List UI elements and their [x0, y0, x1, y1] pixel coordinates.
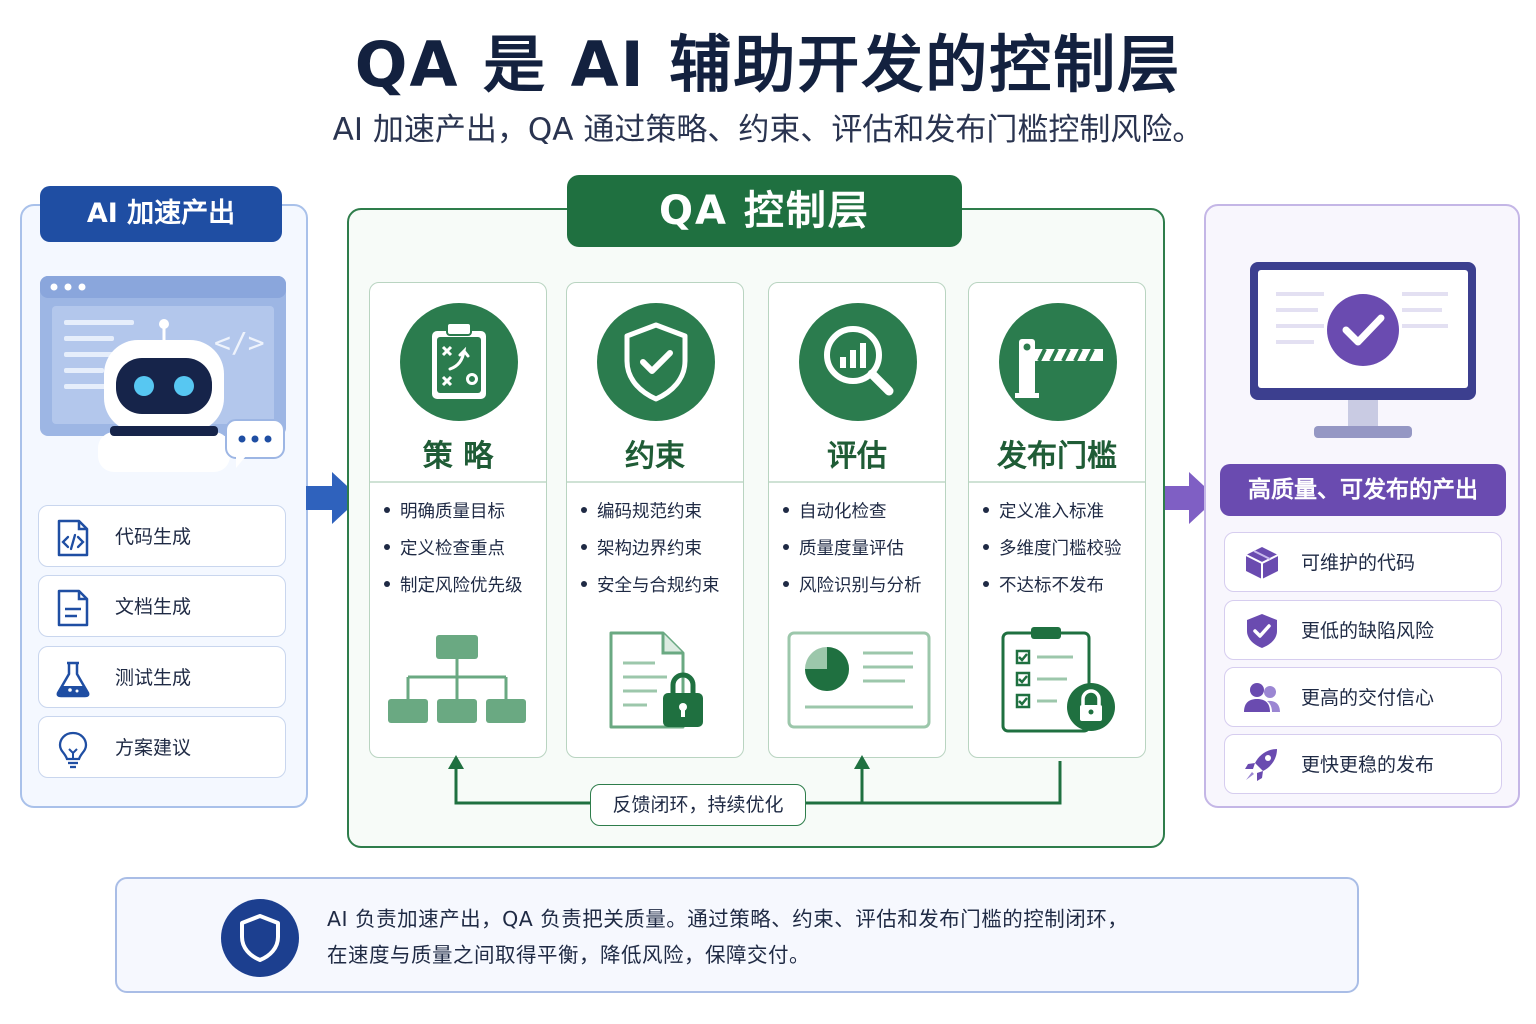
bullet-item: 定义检查重点: [384, 534, 523, 571]
shield-check-icon: [597, 303, 715, 421]
strategy-clipboard-icon: [400, 303, 518, 421]
svg-text:</>: </>: [214, 326, 265, 359]
magnifier-chart-icon: [799, 303, 917, 421]
ai-item-label: 文档生成: [115, 596, 192, 618]
bullet-item: 编码规范约束: [581, 497, 720, 534]
checklist-lock-icon: [1001, 627, 1115, 733]
bullet-item: 明确质量目标: [384, 497, 523, 534]
barrier-gate-icon: [999, 303, 1117, 421]
monitor-check-illustration: [1250, 262, 1476, 438]
bullet-item: 多维度门槛校验: [983, 534, 1122, 571]
bullet-item: 质量度量评估: [783, 534, 922, 571]
bullet-item: 不达标不发布: [983, 571, 1122, 608]
ai-item-label: 测试生成: [115, 667, 192, 689]
output-item-label: 可维护的代码: [1301, 552, 1416, 574]
output-item-label: 更低的缺陷风险: [1301, 620, 1435, 642]
column-title: 发布门槛: [997, 439, 1117, 474]
column-title: 评估: [827, 439, 887, 474]
arrow-right-icon: [1163, 472, 1217, 524]
qa-column-evaluation: 评估 自动化检查 质量度量评估 风险识别与分析: [768, 282, 946, 758]
shield-icon: [221, 899, 299, 977]
page-subtitle: AI 加速产出，QA 通过策略、约束、评估和发布门槛控制风险。: [332, 112, 1204, 148]
arrow-right-icon: [306, 472, 360, 524]
page-title: QA 是 AI 辅助开发的控制层: [354, 28, 1182, 101]
output-item-confidence: 更高的交付信心: [1224, 667, 1502, 727]
rocket-icon: [1245, 749, 1277, 781]
ai-item-docs: 文档生成: [38, 575, 286, 637]
ai-output-title: AI 加速产出: [40, 186, 282, 242]
locked-document-icon: [609, 631, 703, 729]
summary-text: AI 负责加速产出，QA 负责把关质量。通过策略、约束、评估和发布门槛的控制闭环…: [327, 901, 1128, 973]
output-item-low-defects: 更低的缺陷风险: [1224, 600, 1502, 660]
column-title: 策 略: [422, 439, 494, 474]
summary-box: AI 负责加速产出，QA 负责把关质量。通过策略、约束、评估和发布门槛的控制闭环…: [115, 877, 1359, 993]
qa-column-strategy: 策 略 明确质量目标 定义检查重点 制定风险优先级: [369, 282, 547, 758]
ai-item-label: 代码生成: [115, 526, 192, 548]
bullet-item: 安全与合规约束: [581, 571, 720, 608]
bullet-item: 自动化检查: [783, 497, 922, 534]
bullet-item: 定义准入标准: [983, 497, 1122, 534]
summary-line-2: 在速度与质量之间取得平衡，降低风险，保障交付。: [327, 943, 810, 967]
users-icon: [1244, 683, 1280, 712]
qa-column-release-gate: 发布门槛 定义准入标准 多维度门槛校验 不达标不发布: [968, 282, 1146, 758]
ai-robot-illustration: </>: [40, 276, 286, 472]
quality-output-title: 高质量、可发布的产出: [1220, 464, 1506, 516]
bullet-item: 架构边界约束: [581, 534, 720, 571]
output-item-label: 更快更稳的发布: [1301, 754, 1435, 776]
feedback-loop-label: 反馈闭环，持续优化: [590, 784, 806, 826]
bullet-item: 风险识别与分析: [783, 571, 922, 608]
pie-dashboard-icon: [787, 631, 931, 729]
qa-control-title: QA 控制层: [567, 175, 962, 247]
output-item-maintainable: 可维护的代码: [1224, 532, 1502, 592]
column-title: 约束: [625, 439, 685, 474]
code-file-icon: [57, 519, 89, 557]
ai-item-code: 代码生成: [38, 505, 286, 567]
hierarchy-tree-icon: [388, 635, 526, 723]
bullet-item: 制定风险优先级: [384, 571, 523, 608]
summary-line-1: AI 负责加速产出，QA 负责把关质量。通过策略、约束、评估和发布门槛的控制闭环…: [327, 907, 1129, 931]
shield-check-icon: [1247, 614, 1277, 648]
ai-item-label: 方案建议: [115, 737, 192, 759]
document-icon: [57, 589, 89, 627]
qa-column-constraints: 约束 编码规范约束 架构边界约束 安全与合规约束: [566, 282, 744, 758]
cube-icon: [1245, 547, 1279, 579]
ai-item-suggestions: 方案建议: [38, 716, 286, 778]
output-item-label: 更高的交付信心: [1301, 687, 1435, 709]
ai-item-tests: 测试生成: [38, 646, 286, 708]
feedback-loop-arrows: [448, 755, 1062, 805]
lightbulb-icon: [58, 731, 88, 769]
output-item-fast-release: 更快更稳的发布: [1224, 734, 1502, 794]
flask-icon: [56, 661, 90, 698]
